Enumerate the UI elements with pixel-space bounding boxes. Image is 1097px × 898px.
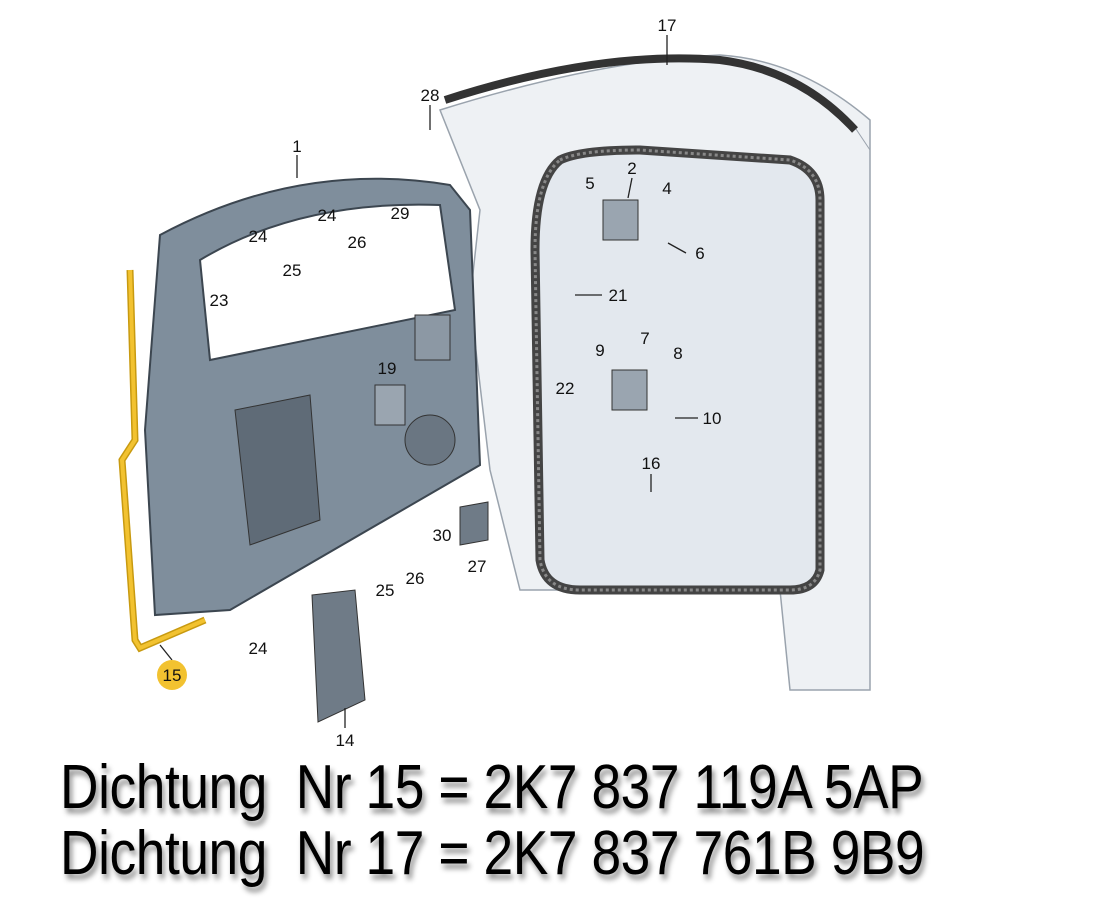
callout-8: 8: [673, 344, 682, 363]
callout-26: 26: [406, 569, 425, 588]
caption-seal-17: Dichtung Nr 17 = 2K7 837 761B 9B9: [60, 819, 925, 888]
callout-17: 17: [658, 16, 677, 35]
callout-5: 5: [585, 174, 594, 193]
hinge-7: [611, 369, 648, 411]
callout-26: 26: [348, 233, 367, 252]
callout-24: 24: [249, 227, 268, 246]
door-panel-1: [143, 177, 482, 617]
callout-2: 2: [627, 159, 636, 178]
car-body: [439, 54, 871, 691]
roof-seal-17: [443, 54, 858, 133]
callout-24: 24: [318, 206, 337, 225]
cover-27: [459, 501, 489, 546]
callout-29: 29: [391, 204, 410, 223]
callout-24: 24: [249, 639, 268, 658]
callout-14: 14: [336, 731, 355, 750]
callout-9: 9: [595, 341, 604, 360]
callout-25: 25: [376, 581, 395, 600]
caption-seal-15: Dichtung Nr 15 = 2K7 837 119A 5AP: [60, 753, 924, 822]
callout-7: 7: [640, 329, 649, 348]
callout-22: 22: [556, 379, 575, 398]
door-seal-exploded-diagram: 17 28 1 2 5 4 6 24 24 29 26 23 25 21 9 7…: [118, 16, 871, 750]
callout-21: 21: [609, 286, 628, 305]
callout-25: 25: [283, 261, 302, 280]
callout-27: 27: [468, 557, 487, 576]
callout-4: 4: [662, 179, 671, 198]
callout-19: 19: [378, 359, 397, 378]
callout-6: 6: [695, 244, 704, 263]
callout-15: 15: [163, 666, 182, 685]
leader-lines: [159, 35, 698, 728]
callout-30: 30: [433, 526, 452, 545]
door-check-19: [374, 384, 406, 426]
callout-16: 16: [642, 454, 661, 473]
callout-10: 10: [703, 409, 722, 428]
callout-28: 28: [421, 86, 440, 105]
callout-1: 1: [292, 137, 301, 156]
highlight-circle: [157, 660, 187, 690]
callout-labels: 17 28 1 2 5 4 6 24 24 29 26 23 25 21 9 7…: [157, 16, 721, 750]
callout-23: 23: [210, 291, 229, 310]
cover-14: [311, 589, 366, 723]
hinge-2: [602, 199, 639, 241]
